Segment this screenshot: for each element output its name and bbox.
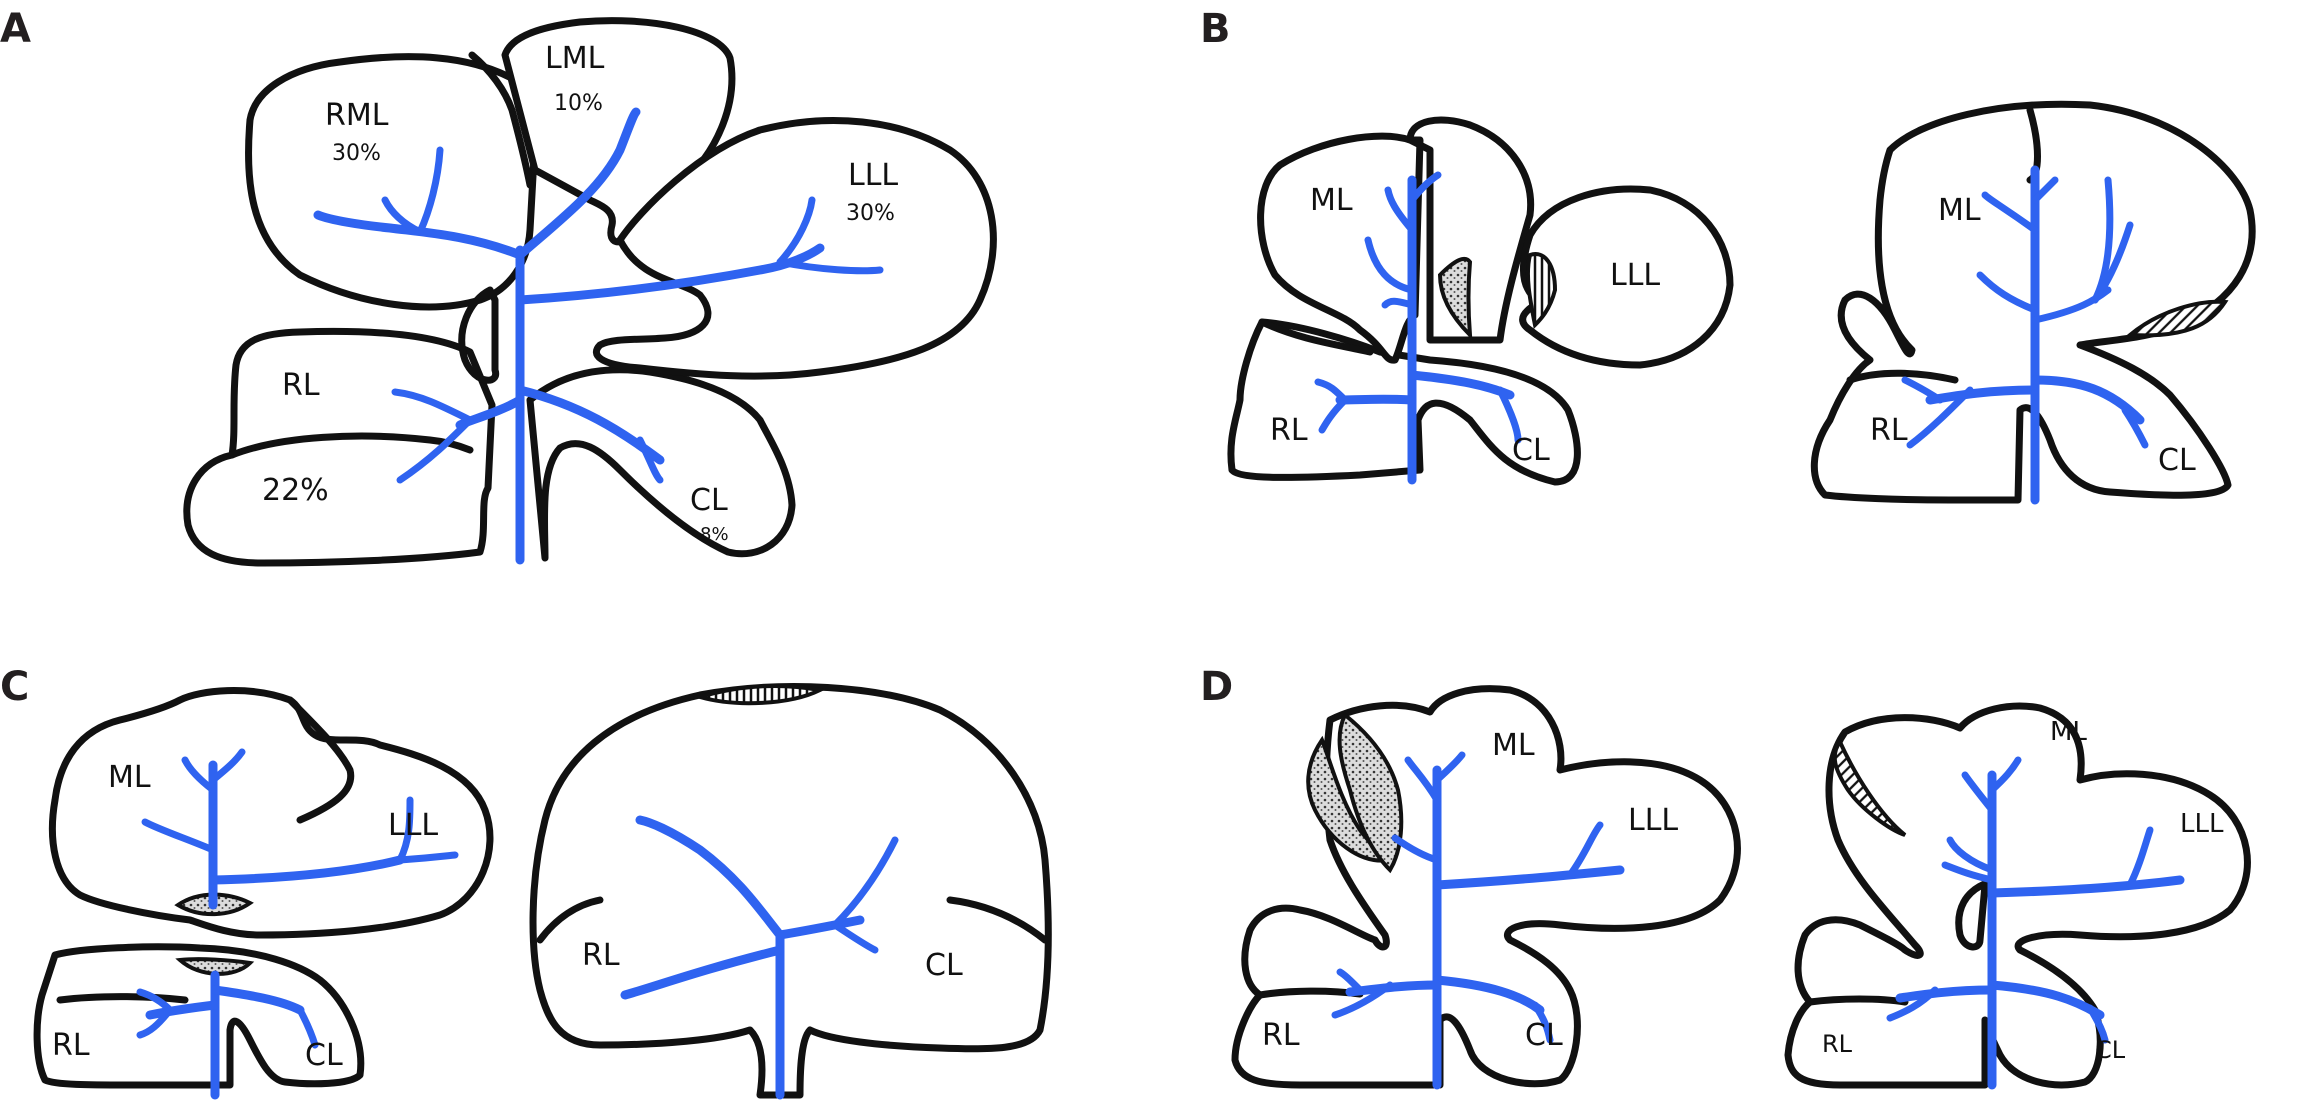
label-b-left-cl: CL	[1512, 433, 1550, 468]
lobe-rl	[183, 327, 496, 567]
panel-letter-d: D	[1200, 664, 1233, 710]
panel-d: D ML LLL RL CL	[1200, 664, 2251, 1090]
lobe-b-ml	[1257, 116, 1535, 364]
resection-d-left-2	[1337, 711, 1404, 874]
label-rl-pct: 22%	[262, 473, 329, 508]
label-lll: LLL	[848, 158, 898, 193]
fissure-c-lower	[56, 993, 189, 1004]
label-c-right-cl: CL	[925, 948, 963, 983]
panel-c-left-lower: RL CL	[33, 943, 365, 1100]
lobe-c-rl-cl	[33, 943, 365, 1089]
fissure-b-right-2	[1846, 369, 1959, 384]
label-b-left-rl: RL	[1270, 413, 1308, 448]
label-c-left-rl: RL	[52, 1028, 90, 1063]
fissure-c-right-2	[946, 896, 1049, 944]
portal-vein-c-lower	[136, 970, 319, 1100]
panel-d-left: ML LLL RL CL	[1231, 685, 1741, 1090]
portal-vein-c-upper	[141, 748, 459, 910]
portal-vein-d-right	[1886, 756, 2185, 1090]
label-lml-pct: 10%	[554, 91, 603, 116]
panel-b: B ML LLL RL CL	[1200, 6, 2256, 505]
panel-c-right: RL CL	[529, 683, 1052, 1100]
lobe-c-ml-lll	[48, 687, 494, 939]
label-d-left-lll: LLL	[1628, 803, 1678, 838]
label-d-left-ml: ML	[1492, 728, 1535, 763]
label-rl: RL	[282, 368, 320, 403]
label-c-left-ml: ML	[108, 760, 151, 795]
label-d-right-rl: RL	[1822, 1030, 1853, 1058]
label-b-left-lll: LLL	[1610, 258, 1660, 293]
label-cl: CL	[690, 483, 728, 518]
portal-vein-d-left	[1331, 751, 1625, 1090]
panel-b-right: ML RL CL	[1810, 100, 2256, 505]
lobe-rml	[245, 53, 539, 311]
fissure-c-right-1	[536, 896, 604, 944]
label-lll-pct: 30%	[846, 201, 895, 226]
fissure-rml-lml	[468, 51, 534, 189]
fissure-d-left	[1256, 987, 1364, 999]
fissure-c-upper	[286, 696, 355, 824]
portal-vein-c-right	[620, 815, 899, 1100]
label-lml: LML	[545, 41, 605, 76]
fissure-b-left	[1258, 318, 1374, 356]
label-d-left-rl: RL	[1262, 1018, 1300, 1053]
label-d-right-lll: LLL	[2180, 809, 2224, 839]
resection-d-right	[1832, 738, 1907, 837]
portal-vein-b-left	[1314, 171, 1522, 485]
resection-b-left-1	[1437, 256, 1473, 341]
lobe-d-left	[1231, 685, 1741, 1089]
resection-b-right	[2124, 299, 2229, 338]
portal-vein-b-right	[1901, 165, 2149, 505]
panel-a: A RML 30%	[0, 6, 997, 567]
lobe-c-right	[529, 683, 1052, 1099]
panel-c-left-upper: ML LLL	[48, 687, 494, 939]
fissure-rl	[228, 432, 474, 459]
panel-c: C ML LLL	[0, 664, 1052, 1100]
fissure-porta	[458, 286, 500, 384]
panel-letter-c: C	[0, 664, 29, 710]
label-d-left-cl: CL	[1525, 1018, 1563, 1053]
panel-letter-a: A	[0, 6, 31, 52]
portal-vein-a	[313, 107, 884, 565]
resection-c-lower	[175, 957, 255, 976]
label-c-left-lll: LLL	[388, 808, 438, 843]
label-rml: RML	[325, 98, 389, 133]
resection-b-left-2	[1525, 252, 1558, 330]
panel-letter-b: B	[1200, 6, 1231, 52]
resection-c-right	[692, 684, 827, 706]
label-b-left-ml: ML	[1310, 183, 1353, 218]
label-b-right-rl: RL	[1870, 413, 1908, 448]
fissure-d-right-2	[1955, 878, 1994, 951]
label-rml-pct: 30%	[332, 141, 381, 166]
label-d-right-ml: ML	[2050, 717, 2087, 747]
fissure-d-right	[1806, 995, 1909, 1006]
label-b-right-cl: CL	[2158, 443, 2196, 478]
label-cl-pct: 8%	[700, 524, 729, 545]
label-c-left-cl: CL	[305, 1038, 343, 1073]
panel-d-right: ML LLL RL CL	[1784, 702, 2251, 1090]
label-d-right-cl: CL	[2095, 1036, 2126, 1064]
label-b-right-ml: ML	[1938, 193, 1981, 228]
panel-b-left: ML LLL RL CL	[1227, 116, 1734, 486]
label-c-right-rl: RL	[582, 938, 620, 973]
